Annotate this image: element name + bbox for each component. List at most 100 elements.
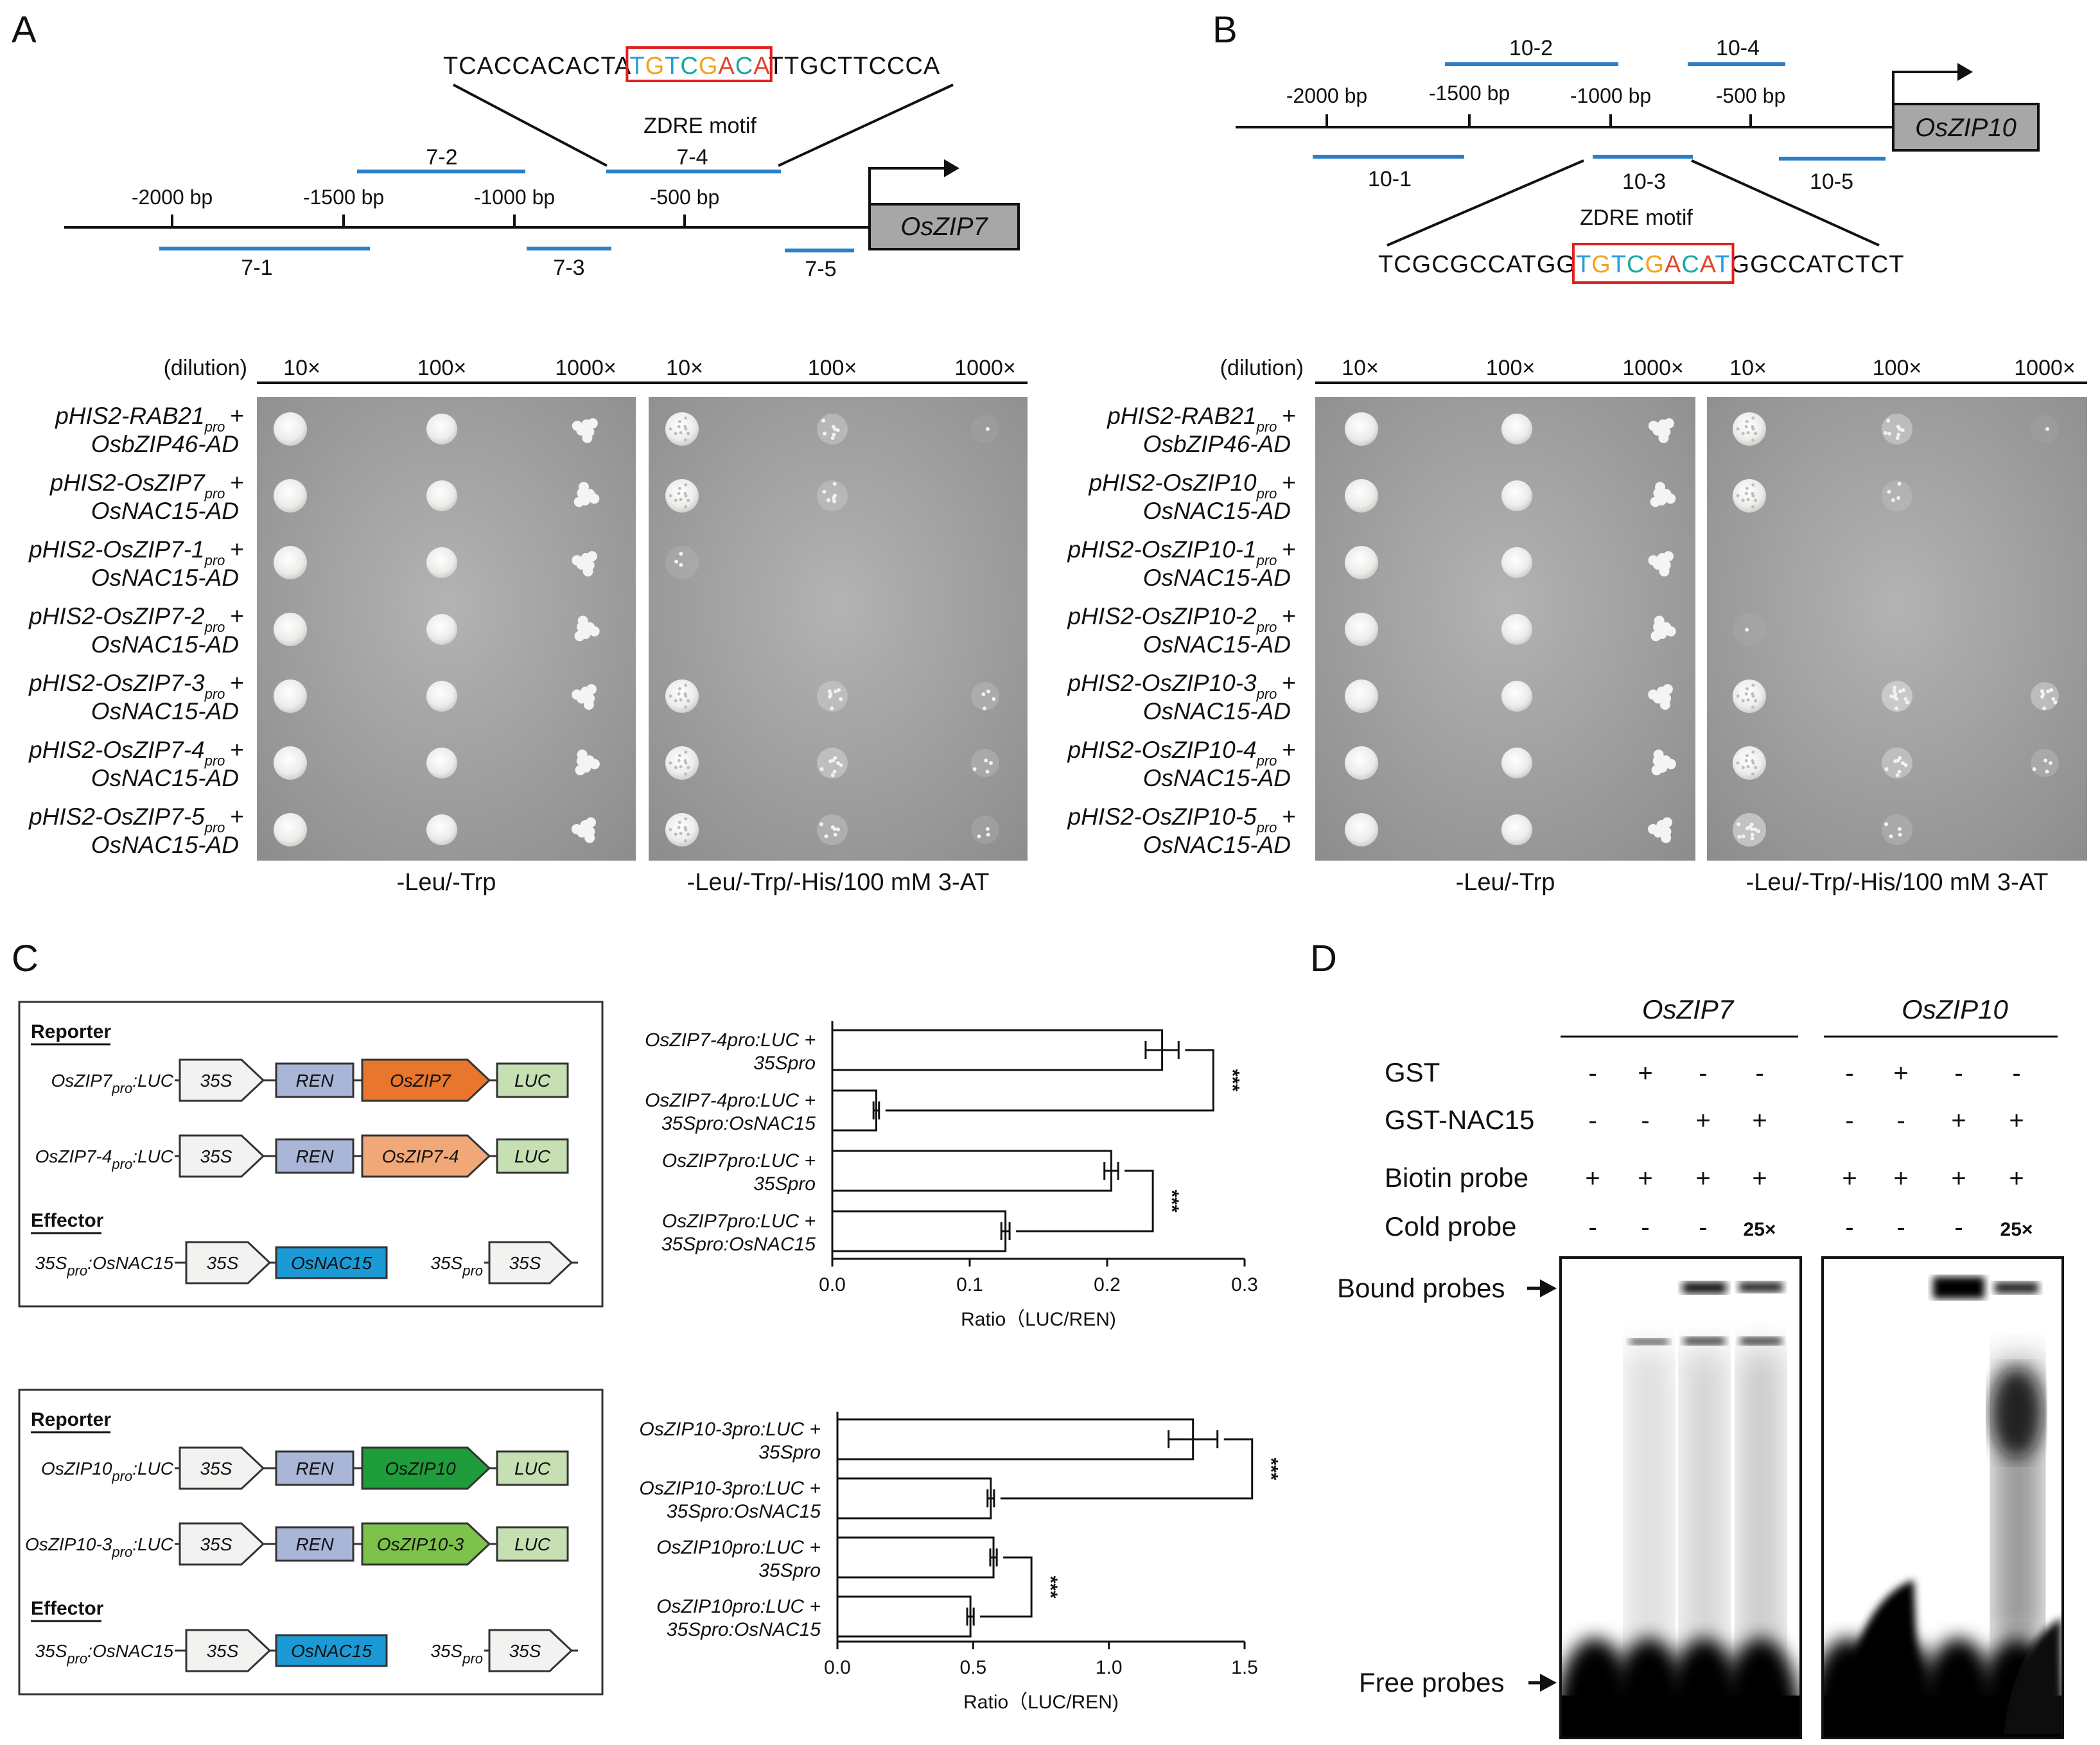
yeast-colony [274,546,307,579]
emsa-sign: - [1845,1213,1853,1241]
chart-category-label: 35Spro:OsNAC15 [667,1501,821,1522]
minor-band [1630,1338,1668,1345]
a-tick-label: -1000 bp [474,186,555,209]
b-gene-box [1892,103,2040,152]
ren-box [275,1062,354,1098]
b-tick-label: -500 bp [1716,84,1786,107]
yeast-colony-texture [669,694,672,698]
bound-band [1995,1282,2038,1293]
panel-b-promoter-map: -2000 bp -1500 bp -1000 bp -500 bp 10-1 … [1236,36,2040,284]
minor-band [1684,1337,1725,1345]
yeast-colony [1501,681,1532,712]
emsa-row-label: GST [1385,1057,1440,1087]
construct-effector: OsNAC15-AD [91,832,239,858]
yeast-colony-speck [833,832,837,837]
yeast-colony [572,823,582,834]
yeast-colony-speck [831,425,836,429]
chart-bar [836,1536,995,1579]
medium-label: -Leu/-Trp [397,869,496,896]
b-fragment-label: 10-3 [1622,170,1666,194]
nac15-box-label: OsNAC15 [291,1253,372,1273]
chart-x-tick-label: 0.3 [1231,1274,1258,1295]
yeast-colony-speck [839,697,843,701]
yeast-colony-texture [669,828,672,832]
nac15-box-label: OsNAC15 [291,1641,372,1661]
yeast-colony-speck [1898,756,1902,760]
promoter-35s [488,1241,573,1285]
yeast-colony-texture [684,705,688,709]
a-sequence: TCACCACACTATGTCGACATTGCTTCCCA [443,53,940,80]
yeast-colony-speck [836,761,840,766]
yeast-colony-texture [1751,692,1754,696]
bound-band [1933,1277,1984,1299]
yeast-colony-speck [832,499,837,504]
yeast-colony [665,813,699,846]
reporter-heading: Reporter [31,1021,111,1042]
yeast-colony [665,546,699,579]
yeast-colony-speck [1883,431,1887,435]
motif-base: G [1645,251,1665,278]
yeast-colony-speck [1898,689,1902,694]
yeast-colony-texture [677,425,681,428]
yeast-colony-texture [1746,431,1750,435]
yeast-colony-speck [830,435,835,440]
yeast-colony-speck [972,767,977,771]
yeast-colony-texture [1741,498,1745,502]
yeast-colony-speck [1898,832,1902,837]
emsa-group-label: OsZIP10 [1902,994,2008,1024]
yeast-colony [1663,418,1674,429]
yeast-colony-speck [2040,689,2044,694]
b-gene-label: OsZIP10 [1915,114,2017,142]
yeast-colony [572,555,582,566]
yeast-colony-texture [687,766,690,769]
yeast-colony [1648,689,1659,700]
yeast-colony [572,689,582,700]
significance-label: *** [1261,1457,1282,1480]
luc-box-label: LUC [514,1146,551,1166]
luc-box [496,1526,569,1562]
yeast-colony-texture [1751,505,1755,509]
yeast-colony-speck [1894,706,1899,710]
yeast-colony-texture [687,432,690,435]
chart-x-tick-label: 1.0 [1096,1657,1123,1678]
free-probes-label: Free probes [1359,1667,1504,1697]
yeast-colony-speck [985,769,990,774]
yeast-colony-speck [1886,418,1891,423]
yeast-colony-speck [1741,834,1746,839]
yeast-colony-speck [836,428,840,432]
yeast-colony [1661,832,1672,843]
yeast-colony-texture [684,839,688,843]
a-motif-label: ZDRE motif [643,114,757,138]
yeast-colony-speck [2042,706,2047,710]
b-tick-label: -2000 bp [1286,84,1367,107]
yeast-colony-speck [992,697,996,701]
yeast-colony-texture [1745,687,1749,691]
dilution-tick: 1000× [954,356,1016,380]
b-fragment-label: 10-4 [1716,36,1760,60]
yeast-colony-speck [2048,761,2052,766]
yeast-colony-speck [1887,432,1892,436]
yeast-colony-texture [677,759,681,762]
chart-category-label: OsZIP10pro:LUC + [656,1596,821,1617]
b-tick-label: -1500 bp [1429,82,1510,105]
yeast-colony-texture [677,825,681,829]
construct-label: pHIS2-OsZIP10-5pro+ [1067,803,1296,836]
yeast-colony-texture [1751,416,1755,420]
yeast-colony-texture [683,425,687,429]
yeast-colony [1501,748,1532,778]
yeast-colony-speck [837,688,841,692]
reporter-promoter [361,1522,491,1566]
motif-base: G [1591,251,1611,278]
yeast-colony [1662,684,1673,695]
sequence-flank: TCGCGCCATGG [1378,251,1576,278]
yeast-colony [665,412,699,446]
yeast-colony-texture [679,832,683,836]
yeast-colony-speck [819,767,824,771]
a-fragment-label: 7-2 [426,145,457,170]
yeast-colony [665,680,699,713]
yeast-colony [577,750,588,760]
chart-category-label: OsZIP7-4pro:LUC + [645,1090,816,1111]
yeast-colony-texture [684,438,688,442]
yeast-colony-texture [1746,498,1750,502]
yeast-colony-speck [1892,689,1896,694]
